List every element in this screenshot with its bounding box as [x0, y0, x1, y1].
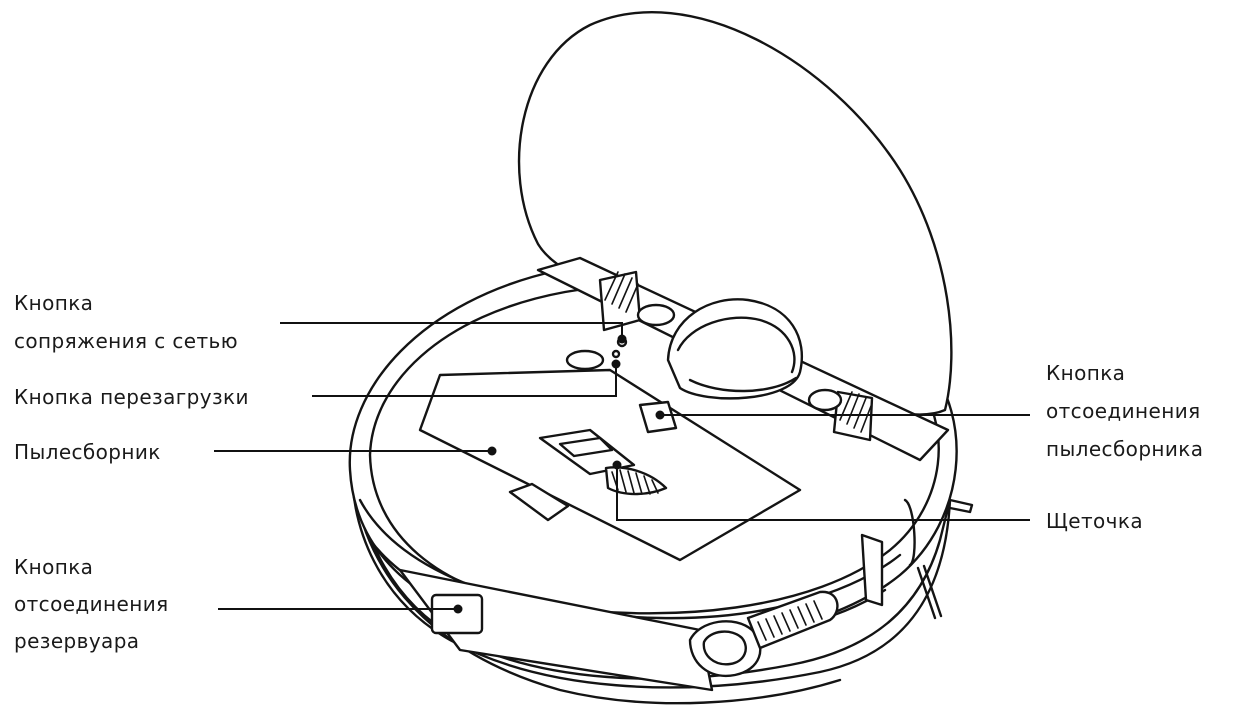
label-dust-bin: Пылесборник — [14, 440, 161, 464]
callout-tank-release-button — [218, 604, 463, 614]
callout-pairing-button — [280, 322, 627, 344]
label-pairing-button: Кнопка сопряжения с сетью — [14, 291, 238, 353]
callout-bin-release-button — [655, 410, 1030, 420]
callout-dust-bin — [214, 446, 497, 456]
callout-brush — [612, 460, 1030, 521]
label-bin-release-button: Кнопка отсоединения пылесборника — [1046, 361, 1207, 461]
label-brush: Щеточка — [1046, 509, 1143, 533]
label-reset-button: Кнопка перезагрузки — [14, 385, 249, 409]
tank-release-button-shape — [430, 593, 484, 635]
robot-vacuum-illustration — [348, 11, 974, 705]
callout-reset-button — [312, 359, 621, 397]
label-tank-release-button: Кнопка отсоединения резервуара — [14, 555, 175, 653]
